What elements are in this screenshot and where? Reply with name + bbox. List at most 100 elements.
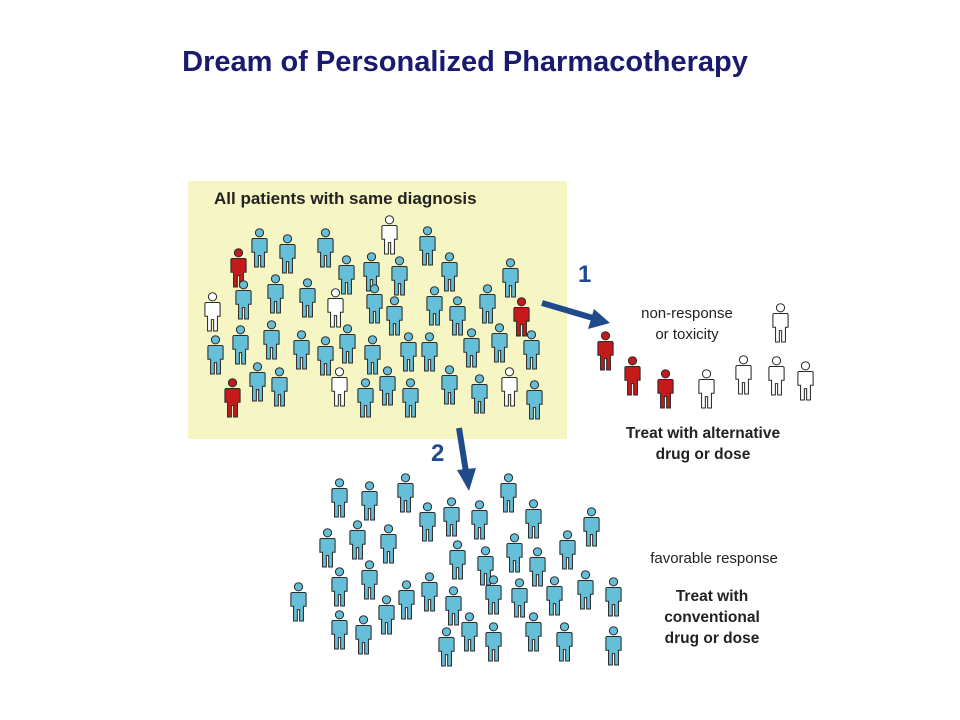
responder-figure [506,533,523,573]
responder-figure [386,296,403,336]
responder-figure [471,374,488,414]
responder-figure [443,497,460,537]
responder-figure [479,284,496,324]
responder-figure [500,473,517,513]
responder-figure [529,547,546,587]
responder-figure [556,622,573,662]
responder-figure [471,500,488,540]
responder-figure [559,530,576,570]
responder-figure [331,610,348,650]
responder-figure [319,528,336,568]
responder-figure [438,627,455,667]
responder-figure [379,366,396,406]
nonresponder-figure [204,292,221,332]
responder-figure [525,499,542,539]
responder-figure [380,524,397,564]
nonresponder-figure [772,303,789,343]
responder-figure [271,367,288,407]
responder-figure [317,336,334,376]
responder-figure [421,332,438,372]
responder-figure [605,626,622,666]
responder-figure [207,335,224,375]
nonresponder-figure [698,369,715,409]
responder-figure [502,258,519,298]
responder-figure [349,520,366,560]
responder-figure [491,323,508,363]
nonresponder-figure [735,355,752,395]
responder-figure [398,580,415,620]
responder-figure [546,576,563,616]
all-patients-label: All patients with same diagnosis [214,189,477,208]
alternative-line1: Treat with alternative [625,425,781,442]
nonresponder-figure [327,288,344,328]
responder-figure [267,274,284,314]
toxic-figure [597,331,614,371]
nonresponder-figure [501,367,518,407]
responder-figure [317,228,334,268]
responder-figure [263,320,280,360]
responder-figure [421,572,438,612]
responder-figure [441,365,458,405]
responder-figure [400,332,417,372]
favorable-response-label: favorable response [650,550,778,567]
toxic-figure [513,297,530,337]
responder-figure [391,256,408,296]
responder-figure [290,582,307,622]
responder-figure [397,473,414,513]
responder-figure [461,612,478,652]
responder-figure [449,540,466,580]
alternative-treatment-label: Treat with alternative drug or dose [598,423,808,465]
responder-figure [402,378,419,418]
arrow-2 [456,427,476,491]
alternative-line2: drug or dose [655,446,751,463]
conventional-line1: Treat with [675,588,749,605]
responder-figure [331,478,348,518]
responder-figure [605,577,622,617]
responder-figure [445,586,462,626]
nonresponder-figure [768,356,785,396]
responder-figure [331,567,348,607]
responder-figure [511,578,528,618]
responder-figure [279,234,296,274]
toxic-figure [624,356,641,396]
responder-figure [249,362,266,402]
arrow-1 [541,300,610,329]
step-2-number: 2 [431,440,445,467]
responder-figure [235,280,252,320]
responder-figure [441,252,458,292]
responder-figure [485,622,502,662]
responder-figure [338,255,355,295]
page-title: Dream of Personalized Pharmacotherapy [182,46,748,78]
responder-figure [361,481,378,521]
nonresponse-line1: non-response [641,305,733,322]
responder-figure [251,228,268,268]
responder-figure [583,507,600,547]
responder-figure [463,328,480,368]
nonresponder-figure [381,215,398,255]
nonresponse-line2: or toxicity [655,326,719,343]
responder-figure [419,226,436,266]
responder-figure [577,570,594,610]
responder-figure [339,324,356,364]
responder-figure [364,335,381,375]
nonresponse-label: non-response or toxicity [632,303,742,345]
responder-figure [232,325,249,365]
nonresponder-figure [797,361,814,401]
step-1-number: 1 [578,261,592,288]
responder-figure [361,560,378,600]
responder-figure [449,296,466,336]
responder-figure [357,378,374,418]
responder-figure [419,502,436,542]
responder-figure [293,330,310,370]
conventional-treatment-label: Treat with conventional drug or dose [642,586,782,649]
toxic-figure [224,378,241,418]
conventional-line3: drug or dose [664,630,760,647]
responder-figure [525,612,542,652]
responder-figure [355,615,372,655]
toxic-figure [657,369,674,409]
responder-figure [378,595,395,635]
nonresponder-figure [331,367,348,407]
conventional-line2: conventional [664,609,760,626]
responder-figure [526,380,543,420]
